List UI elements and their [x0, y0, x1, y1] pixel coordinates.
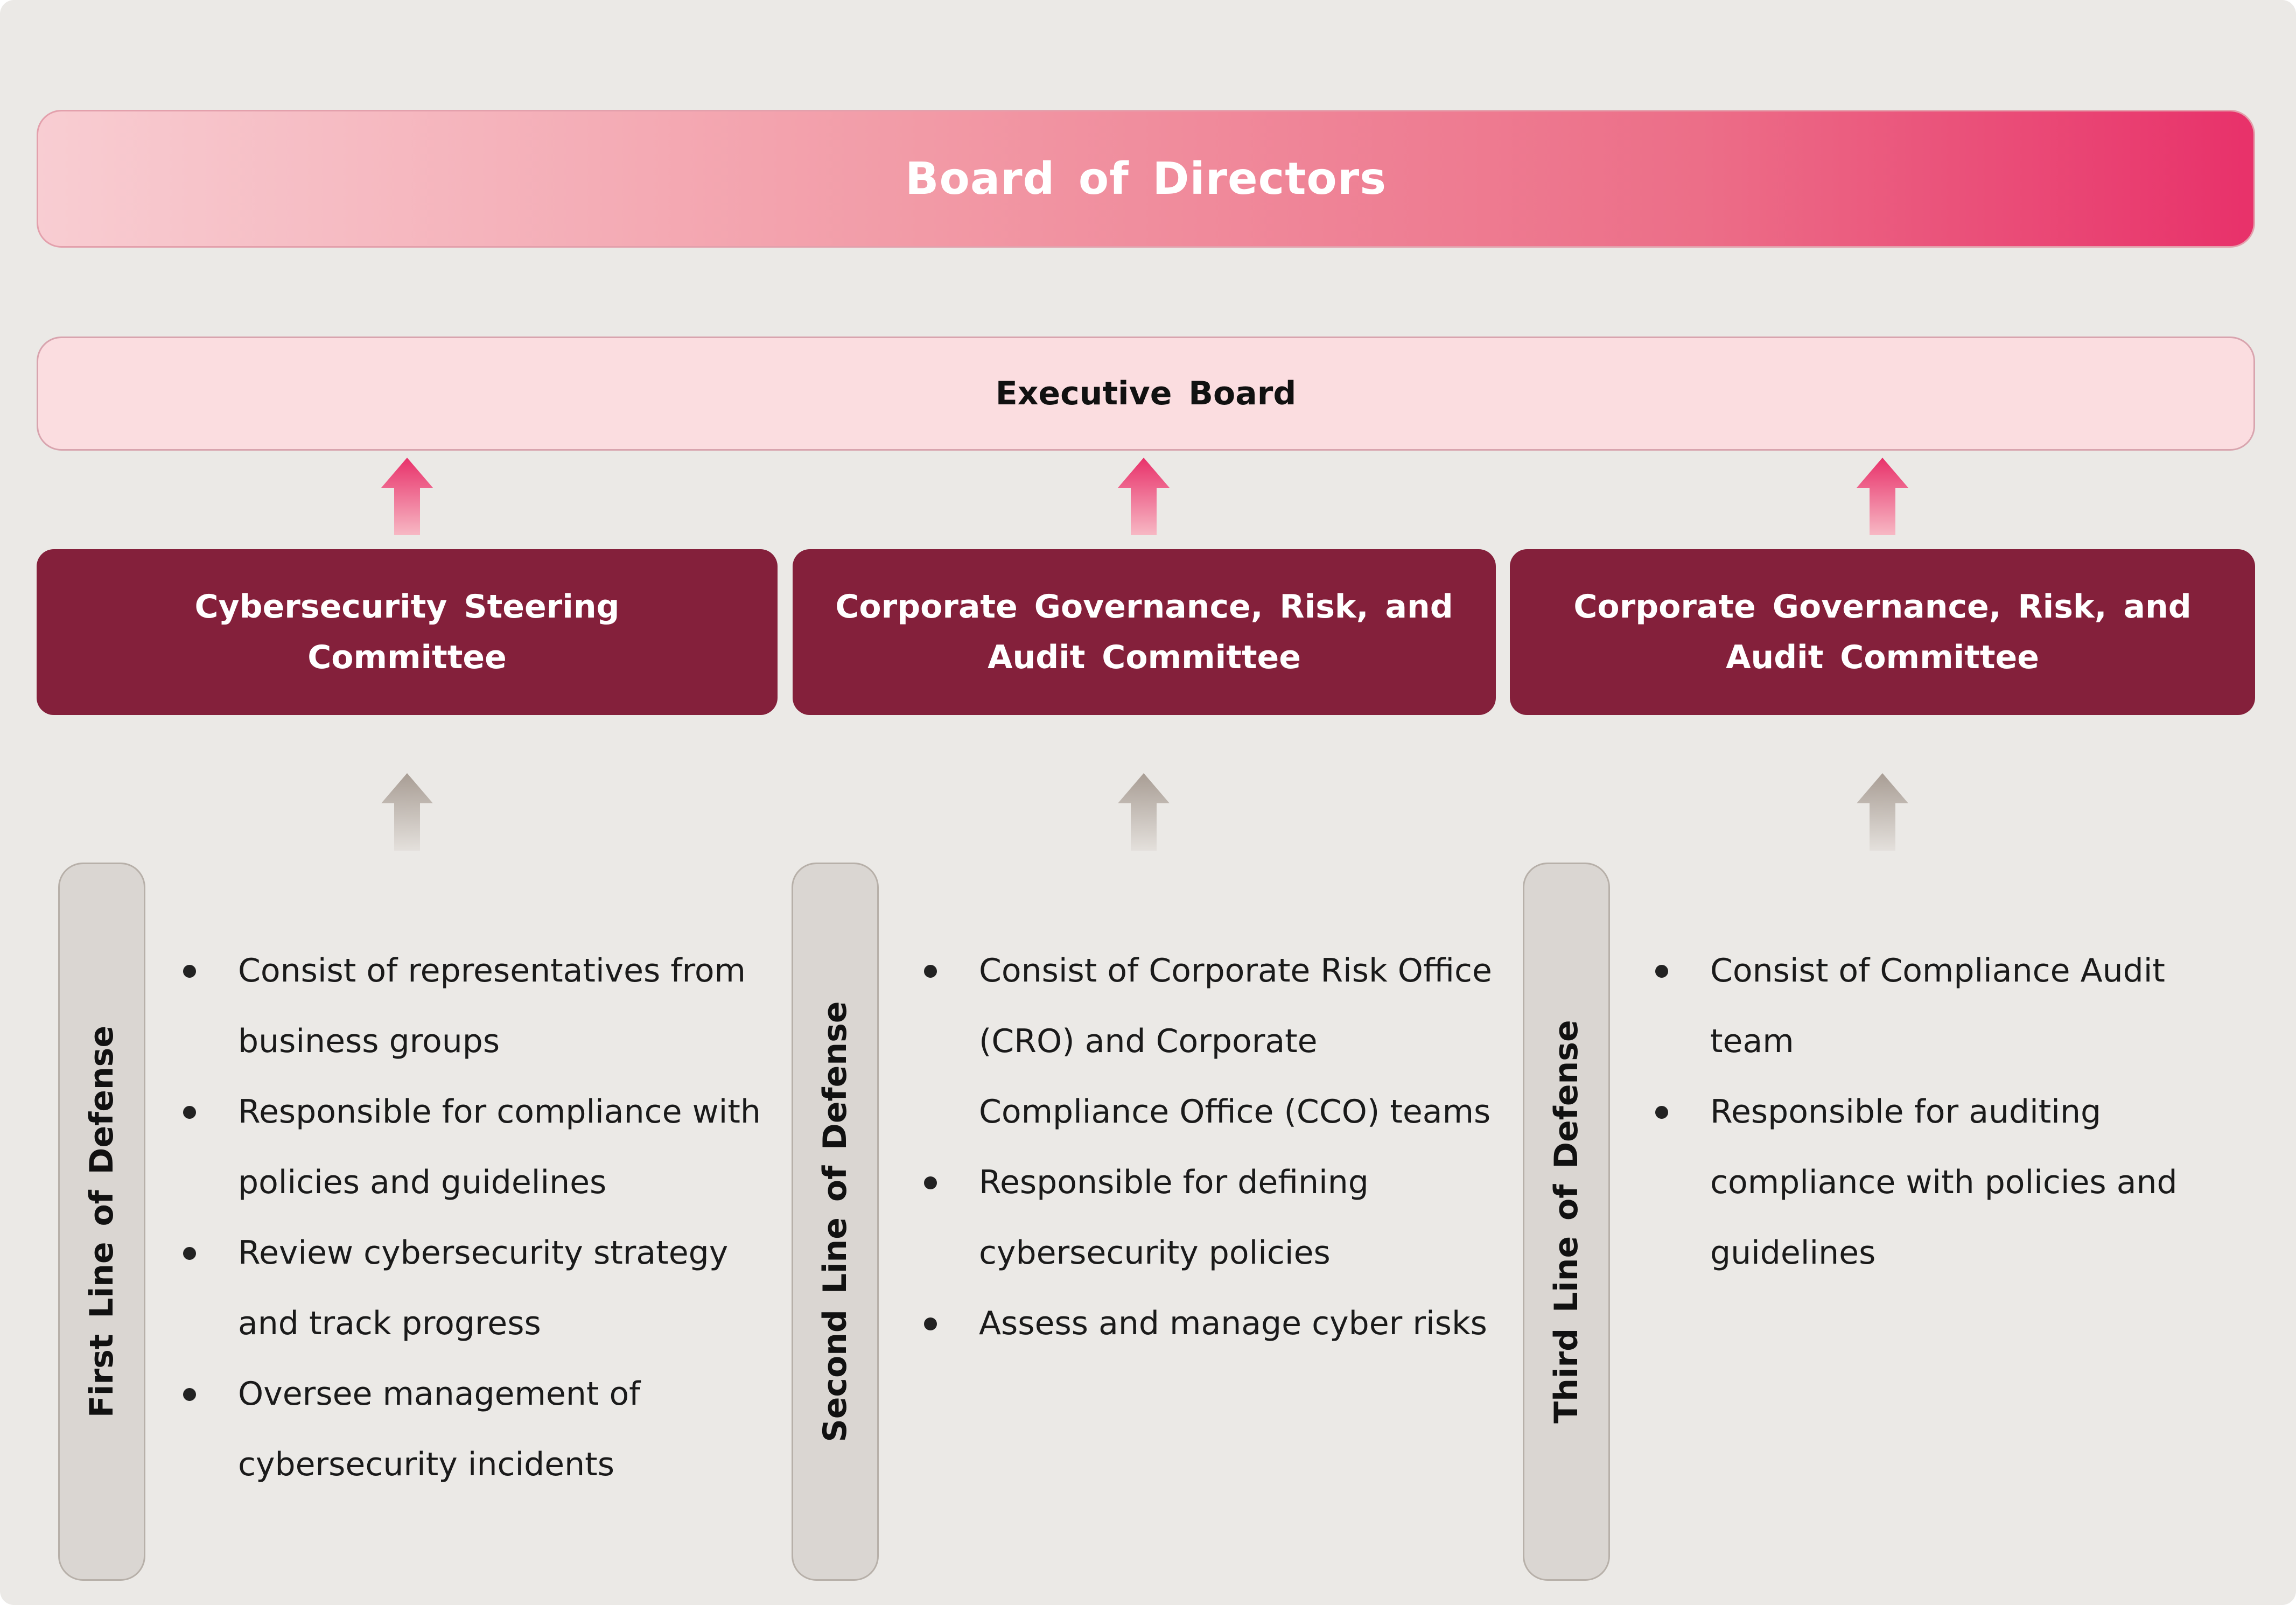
committee-title-line1: Corporate Governance, Risk, and: [1573, 588, 2192, 626]
line-of-defense-label: Third Line of Defense: [1548, 1020, 1585, 1424]
list-item-text: Consist of Corporate Risk Office (CRO) a…: [979, 952, 1492, 1131]
list-item-text: Responsible for compliance with policies…: [238, 1093, 761, 1201]
list-item-text: Responsible for auditing compliance with…: [1710, 1093, 2178, 1272]
arrow-up-pink-icon: [381, 458, 433, 535]
list-item-text: Assess and manage cyber risks: [979, 1305, 1487, 1342]
bullet-icon: [183, 1106, 196, 1119]
list-item: Review cybersecurity strategy and track …: [178, 1218, 775, 1359]
line-of-defense-label: Second Line of Defense: [816, 1001, 854, 1442]
list-item-text: Consist of representatives from business…: [238, 952, 746, 1060]
executive-board-title: Executive Board: [995, 375, 1297, 412]
bullet-icon: [924, 1176, 937, 1189]
bullet-icon: [183, 965, 196, 978]
board-of-directors-title: Board of Directors: [905, 153, 1387, 205]
line-of-defense-label: First Line of Defense: [83, 1025, 121, 1418]
list-item: Consist of Compliance Audit team: [1650, 936, 2242, 1077]
first-line-of-defense-tab: First Line of Defense: [58, 863, 145, 1581]
committee-title-line1: Corporate Governance, Risk, and: [835, 588, 1453, 626]
list-item: Oversee management of cybersecurity inci…: [178, 1359, 775, 1500]
committee-title-line2: Committee: [307, 639, 507, 676]
arrow-up-pink-icon: [1118, 458, 1170, 535]
bullet-icon: [183, 1388, 196, 1401]
list-item-text: Consist of Compliance Audit team: [1710, 952, 2165, 1060]
list-item: Responsible for compliance with policies…: [178, 1077, 775, 1218]
list-item: Consist of representatives from business…: [178, 936, 775, 1077]
committee-title-line1: Cybersecurity Steering: [194, 588, 620, 626]
second-line-responsibilities: Consist of Corporate Risk Office (CRO) a…: [919, 936, 1506, 1359]
bullet-icon: [924, 965, 937, 978]
list-item: Assess and manage cyber risks: [919, 1288, 1506, 1359]
list-item: Consist of Corporate Risk Office (CRO) a…: [919, 936, 1506, 1147]
list-item-text: Oversee management of cybersecurity inci…: [238, 1375, 641, 1483]
committee-title-line2: Audit Committee: [988, 639, 1301, 676]
list-item-text: Review cybersecurity strategy and track …: [238, 1234, 729, 1342]
bullet-icon: [1655, 1106, 1668, 1119]
arrow-up-taupe-icon: [381, 773, 433, 851]
executive-board-box: Executive Board: [37, 337, 2255, 451]
committee-governance-risk-audit: Corporate Governance, Risk, and Audit Co…: [1510, 549, 2255, 715]
third-line-responsibilities: Consist of Compliance Audit team Respons…: [1650, 936, 2242, 1288]
bullet-icon: [183, 1247, 196, 1260]
list-item-text: Responsible for defining cybersecurity p…: [979, 1164, 1369, 1272]
committee-governance-risk-audit: Corporate Governance, Risk, and Audit Co…: [793, 549, 1496, 715]
first-line-responsibilities: Consist of representatives from business…: [178, 936, 775, 1500]
second-line-of-defense-tab: Second Line of Defense: [792, 863, 879, 1581]
committee-cybersecurity-steering: Cybersecurity Steering Committee: [37, 549, 778, 715]
board-of-directors-box: Board of Directors: [37, 110, 2255, 248]
arrow-up-taupe-icon: [1857, 773, 1908, 851]
committee-title-line2: Audit Committee: [1726, 639, 2039, 676]
third-line-of-defense-tab: Third Line of Defense: [1523, 863, 1610, 1581]
arrow-up-taupe-icon: [1118, 773, 1170, 851]
bullet-icon: [924, 1317, 937, 1330]
list-item: Responsible for defining cybersecurity p…: [919, 1147, 1506, 1288]
arrow-up-pink-icon: [1857, 458, 1908, 535]
bullet-icon: [1655, 965, 1668, 978]
list-item: Responsible for auditing compliance with…: [1650, 1077, 2242, 1288]
